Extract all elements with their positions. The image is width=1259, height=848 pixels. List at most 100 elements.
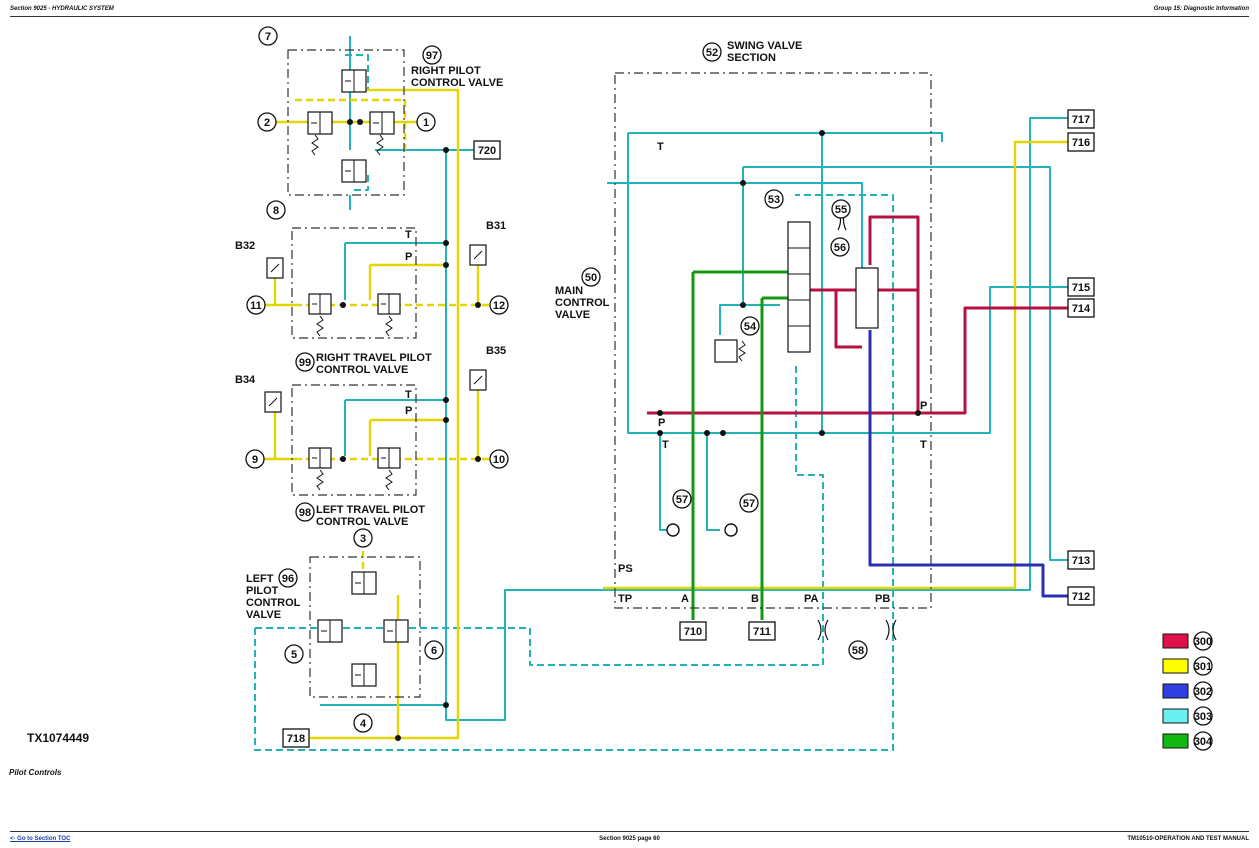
junction-dot-6 bbox=[475, 456, 481, 462]
legend-code-301-text: 301 bbox=[1194, 661, 1212, 673]
junction-dot-4 bbox=[443, 262, 449, 268]
line-tag-717-text: 717 bbox=[1072, 114, 1090, 126]
relief-valve-54 bbox=[714, 339, 738, 363]
callout-5 bbox=[284, 644, 304, 664]
right-pilot-valve-boundary bbox=[287, 49, 405, 196]
label-switch-b35: B35 bbox=[486, 345, 506, 357]
port-label-ps: PS bbox=[618, 563, 633, 575]
label-main-control-valve: CONTROL bbox=[555, 297, 610, 309]
callout-2 bbox=[257, 112, 277, 132]
port-label-t-main-top: T bbox=[657, 141, 664, 153]
legend-code-302 bbox=[1193, 681, 1213, 701]
callout-96-text: 96 bbox=[282, 573, 294, 585]
figure-id: TX1074449 bbox=[27, 731, 90, 745]
go-to-section-toc-link[interactable]: <- Go to Section TOC bbox=[10, 836, 71, 842]
callout-11-text: 11 bbox=[250, 300, 262, 312]
callout-4-text: 4 bbox=[360, 718, 367, 730]
callout-6 bbox=[424, 640, 444, 660]
junction-dot-21 bbox=[657, 410, 663, 416]
label-left-pilot-valve: PILOT bbox=[246, 585, 279, 597]
check-valve-57-left bbox=[666, 523, 680, 537]
pilot-dash-inner bbox=[255, 365, 824, 666]
junction-dot-19 bbox=[819, 430, 825, 436]
port-label-p-main-right: P bbox=[920, 400, 927, 412]
label-left-pilot-valve: VALVE bbox=[246, 609, 281, 621]
label-left-travel-valve: LEFT TRAVEL PILOT bbox=[316, 504, 425, 516]
label-left-travel-valve: CONTROL VALVE bbox=[316, 516, 408, 528]
callout-52 bbox=[702, 42, 722, 62]
right-travel-spring-left bbox=[316, 315, 324, 337]
line-tag-714 bbox=[1067, 298, 1095, 318]
page-number: Section 9025 page 60 bbox=[599, 836, 660, 842]
figure-caption: Pilot Controls bbox=[9, 768, 62, 777]
label-right-pilot-valve: CONTROL VALVE bbox=[411, 77, 503, 89]
callout-56-text: 56 bbox=[834, 242, 846, 254]
callout-54-text: 54 bbox=[744, 321, 757, 333]
line-tag-716-text: 716 bbox=[1072, 137, 1090, 149]
pilot-dash-right-valve bbox=[295, 98, 407, 150]
label-switch-b31: B31 bbox=[486, 220, 506, 232]
section-header: Section 9025 - HYDRAULIC SYSTEM bbox=[10, 6, 114, 12]
port-label-pb: PB bbox=[875, 593, 890, 605]
line-tag-712-text: 712 bbox=[1072, 591, 1090, 603]
port-label-tp: TP bbox=[618, 593, 632, 605]
label-right-travel-valve: CONTROL VALVE bbox=[316, 364, 408, 376]
callout-5-text: 5 bbox=[291, 649, 297, 661]
tank-line-check-right bbox=[706, 433, 720, 531]
callout-50 bbox=[581, 267, 601, 287]
port-label-t-main-left: T bbox=[662, 439, 669, 451]
line-tag-712 bbox=[1067, 586, 1095, 606]
left-pilot-valve-boundary bbox=[309, 556, 421, 698]
callout-1 bbox=[416, 112, 436, 132]
legend-code-302-text: 302 bbox=[1194, 686, 1212, 698]
pilot-dash-outer bbox=[254, 194, 894, 751]
label-swing-valve-section: SWING VALVE bbox=[727, 40, 802, 52]
callout-4 bbox=[353, 713, 373, 733]
callout-10-text: 10 bbox=[493, 454, 505, 466]
tank-line-54 bbox=[719, 304, 780, 335]
callout-58 bbox=[848, 640, 868, 660]
label-right-travel-valve: RIGHT TRAVEL PILOT bbox=[316, 352, 432, 364]
pilot-line-716 bbox=[603, 140, 1068, 590]
callout-55 bbox=[831, 199, 851, 219]
line-tag-711 bbox=[748, 621, 776, 641]
callout-57-text: 57 bbox=[743, 498, 755, 510]
callout-53 bbox=[764, 189, 784, 209]
line-tag-720 bbox=[473, 140, 501, 160]
callout-52-text: 52 bbox=[706, 47, 718, 59]
junction-dot-1 bbox=[357, 119, 363, 125]
legend-code-301 bbox=[1193, 656, 1213, 676]
callout-11 bbox=[246, 295, 266, 315]
valve-55 bbox=[855, 267, 879, 329]
callout-12 bbox=[489, 295, 509, 315]
pressure-switch-b35-contact bbox=[473, 375, 483, 385]
port-label-p-left-travel: P bbox=[405, 405, 412, 417]
tank-line-swing-top bbox=[607, 182, 863, 270]
port-label-a: A bbox=[681, 593, 689, 605]
junction-dot-18 bbox=[720, 430, 726, 436]
callout-9 bbox=[245, 449, 265, 469]
footer-rule bbox=[10, 831, 1249, 832]
label-switch-b34: B34 bbox=[235, 374, 256, 386]
left-travel-spring-left bbox=[316, 469, 324, 491]
junction-dot-20 bbox=[915, 410, 921, 416]
junction-dot-0 bbox=[347, 119, 353, 125]
callout-98 bbox=[295, 502, 315, 522]
spool-53 bbox=[787, 221, 811, 353]
label-left-pilot-valve: CONTROL bbox=[246, 597, 301, 609]
legend-swatch-302 bbox=[1162, 683, 1189, 699]
label-main-control-valve: MAIN bbox=[555, 285, 583, 297]
line-tag-714-text: 714 bbox=[1072, 303, 1091, 315]
pilot-dash-right-bottom bbox=[350, 175, 369, 191]
callout-9-text: 9 bbox=[252, 454, 258, 466]
junction-dot-7 bbox=[443, 397, 449, 403]
main-control-valve-boundary bbox=[614, 72, 932, 609]
pressure-switch-b31-contact bbox=[473, 250, 483, 260]
callout-50-text: 50 bbox=[585, 272, 597, 284]
line-tag-710 bbox=[679, 621, 707, 641]
label-left-pilot-valve: LEFT bbox=[246, 573, 274, 585]
callout-7-text: 7 bbox=[265, 31, 271, 43]
label-right-pilot-valve: RIGHT PILOT bbox=[411, 65, 481, 77]
junction-dot-10 bbox=[340, 456, 346, 462]
port-label-p-main: P bbox=[658, 417, 665, 429]
